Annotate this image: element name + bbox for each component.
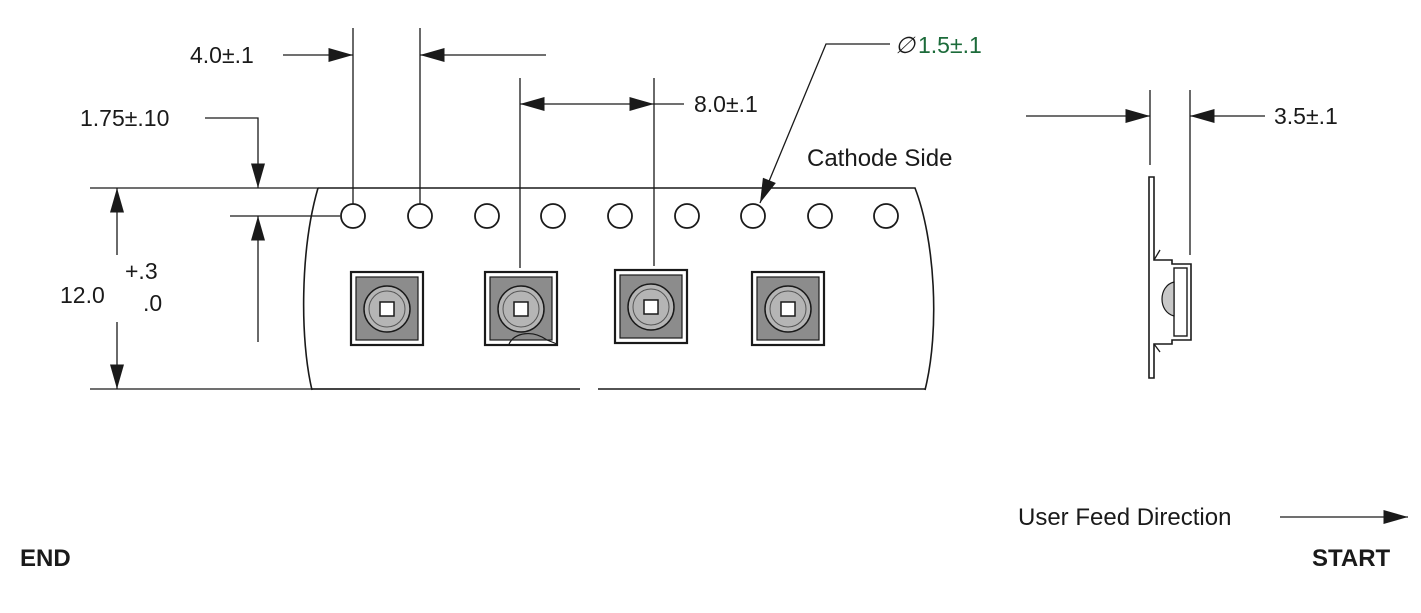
feed-direction: User Feed Direction <box>1018 504 1408 531</box>
led-component <box>613 268 689 345</box>
dimension-hole-offset: 1.75±.10 <box>80 105 340 342</box>
dimension-pocket-pitch: 8.0±.1 <box>519 78 758 268</box>
sprocket-hole <box>540 203 566 229</box>
tape-width-label: 12.0 <box>60 282 105 308</box>
tape-thickness-label: 3.5±.1 <box>1274 103 1338 129</box>
tape-width-plus: +.3 <box>125 258 158 284</box>
sprocket-hole <box>807 203 833 229</box>
cathode-side-label: Cathode Side <box>807 145 952 172</box>
tape-width-minus: .0 <box>143 290 162 316</box>
sprocket-pitch-label: 4.0±.1 <box>190 42 254 68</box>
sprocket-hole <box>407 203 433 229</box>
sprocket-hole <box>873 203 899 229</box>
led-component <box>483 270 559 347</box>
sprocket-hole <box>474 203 500 229</box>
sprocket-hole <box>674 203 700 229</box>
hole-offset-label: 1.75±.10 <box>80 105 169 131</box>
led-component <box>750 270 826 347</box>
hole-diameter-label: 1.5±.1 <box>918 32 982 58</box>
sprocket-hole <box>607 203 633 229</box>
dimension-sprocket-pitch: 4.0±.1 <box>190 28 546 204</box>
pocket-pitch-label: 8.0±.1 <box>694 91 758 117</box>
sprocket-holes <box>340 203 899 229</box>
led-component <box>349 270 425 347</box>
dimension-hole-diameter: ∅ 1.5±.1 <box>759 32 982 204</box>
end-label: END <box>20 545 71 572</box>
feed-direction-label: User Feed Direction <box>1018 504 1231 531</box>
sprocket-hole <box>340 203 366 229</box>
dimension-tape-width: 12.0 +.3 .0 <box>60 188 380 390</box>
start-label: START <box>1312 545 1391 572</box>
led-component-partial <box>886 274 958 347</box>
sprocket-hole <box>740 203 766 229</box>
tape-side-view: 3.5±.1 <box>1026 90 1338 379</box>
diameter-symbol: ∅ <box>895 32 916 58</box>
